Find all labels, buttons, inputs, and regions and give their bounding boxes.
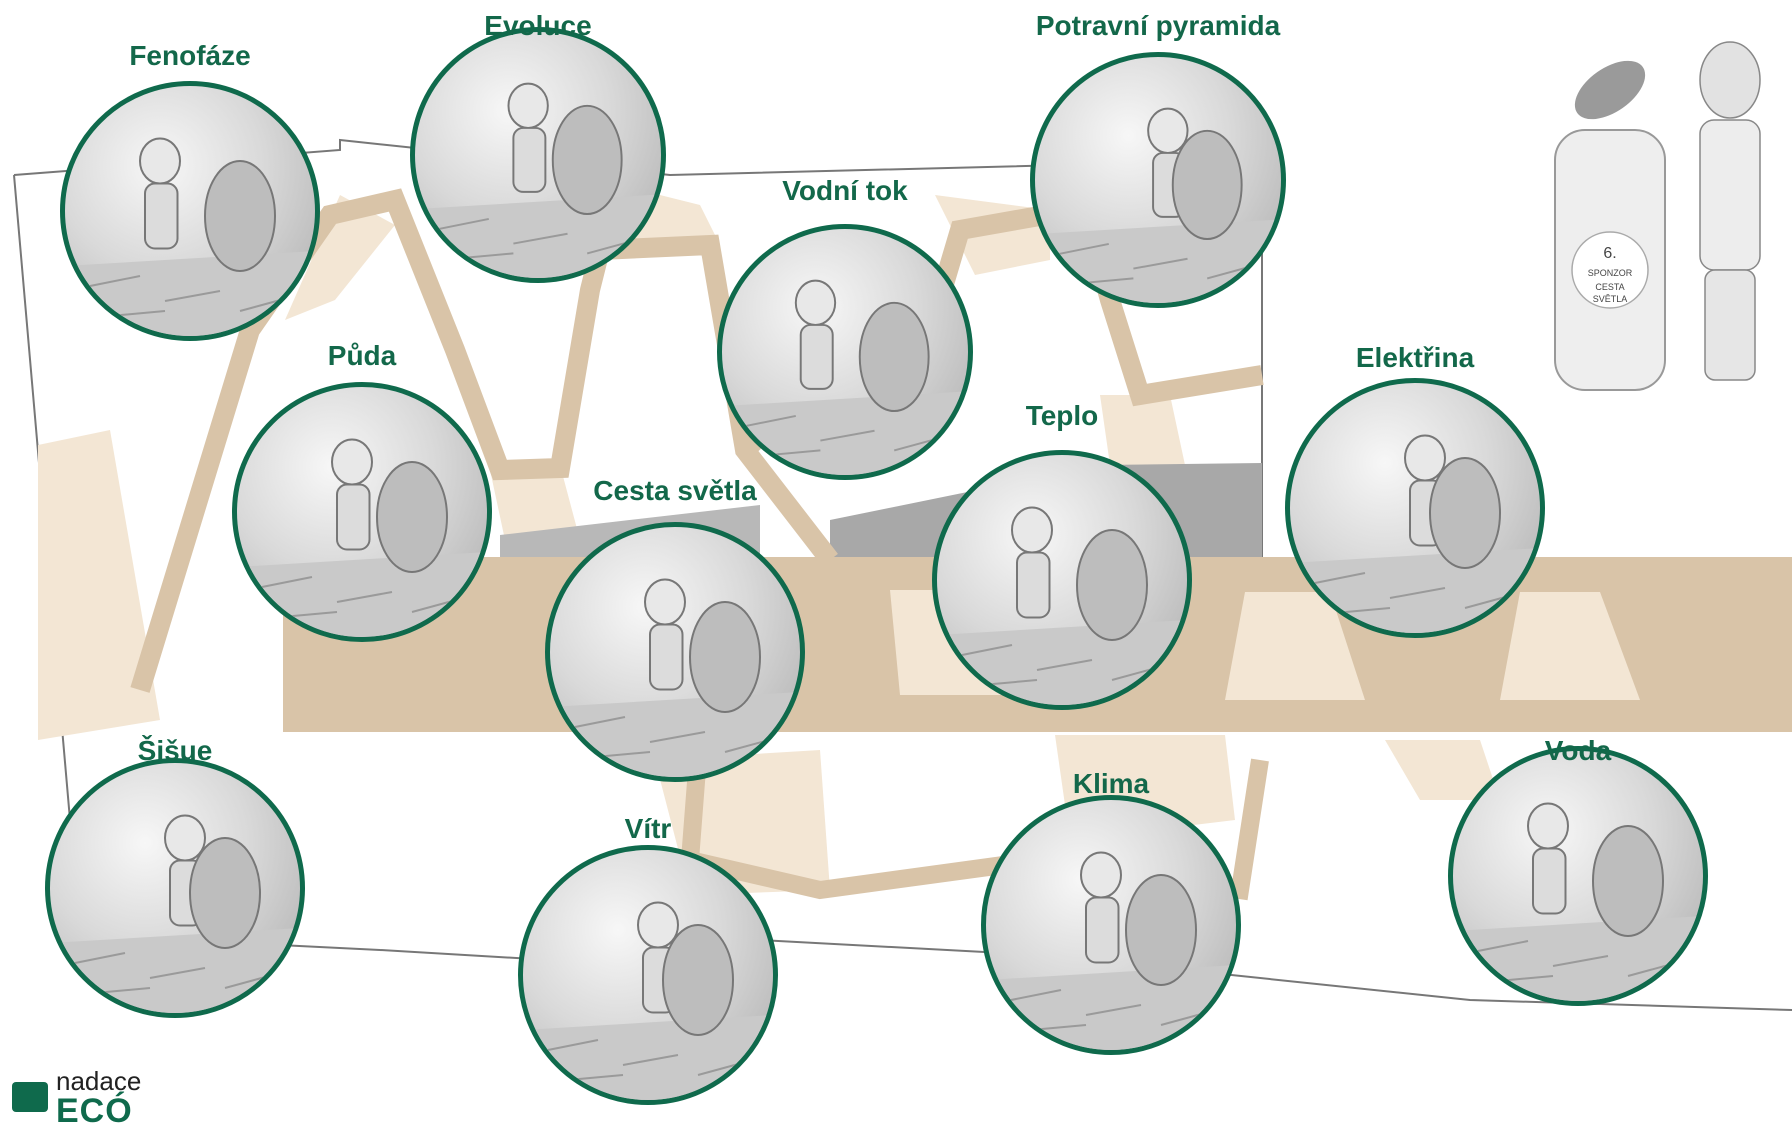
station-illustration-vitr[interactable] [518, 845, 778, 1105]
station-label-potravni: Potravní pyramida [1035, 10, 1281, 41]
boundary-line [759, 939, 1792, 1011]
station-label-vodni: Vodní tok [782, 175, 908, 206]
sketch-icon [1035, 107, 1281, 303]
station-label-fenofaze: Fenofáze [129, 40, 251, 71]
station-illustration-puda[interactable] [232, 382, 492, 642]
station-label-teplo: Teplo [1025, 400, 1099, 431]
station-illustration-fenofaze[interactable] [60, 81, 320, 341]
path-corridor [680, 729, 1269, 901]
figure-head [1699, 41, 1761, 119]
logo-top-text: nadace [56, 1066, 142, 1096]
sponsor-illustration: 6. SPONZOR CESTA SVĚTLA [1535, 40, 1790, 415]
sketch-icon [722, 279, 968, 475]
sketch-icon [1453, 802, 1703, 1001]
station-illustration-potravni[interactable] [1030, 52, 1286, 308]
station-label-elektrina: Elektřina [1355, 342, 1475, 373]
station-illustration-klima[interactable] [981, 795, 1241, 1055]
jar-line-2: CESTA [1595, 282, 1624, 292]
jar-label [1571, 231, 1649, 309]
jar-line-3: SVĚTLA [1593, 294, 1628, 304]
station-illustration-cesta[interactable] [545, 522, 805, 782]
sketch-icon [50, 814, 300, 1013]
path-wedge [38, 430, 160, 740]
jar-line-1: SPONZOR [1588, 268, 1633, 278]
sketch-icon [986, 851, 1236, 1050]
corridor-cutout [1500, 592, 1640, 700]
station-label-cesta: Cesta světla [593, 475, 757, 506]
figure-body [1699, 119, 1761, 271]
sketch-icon [415, 82, 661, 278]
station-label-vitr: Vítr [624, 813, 672, 844]
station-label-puda: Půda [327, 340, 397, 371]
logo-mark-icon [12, 1082, 48, 1112]
corridor-cutout [1225, 592, 1365, 700]
station-label-evoluce: Evoluce [484, 10, 592, 41]
sketch-icon [550, 578, 800, 777]
logo-word-text: ECÓ [56, 1092, 133, 1130]
path-wedge [1100, 395, 1185, 465]
jar-number: 6. [1603, 245, 1616, 262]
path-wedge [1385, 740, 1500, 800]
path-wedge [490, 465, 580, 540]
station-illustration-evoluce[interactable] [410, 27, 666, 283]
sketch-icon [237, 438, 487, 637]
figure-legs [1704, 269, 1756, 381]
foundation-logo: nadace ECÓ [12, 1060, 252, 1130]
station-illustration-teplo[interactable] [932, 450, 1192, 710]
station-label-voda: Voda [1544, 735, 1612, 766]
station-illustration-elektrina[interactable] [1285, 378, 1545, 638]
jar-lid [1574, 60, 1646, 120]
station-illustration-voda[interactable] [1448, 746, 1708, 1006]
sketch-icon [523, 901, 773, 1100]
station-label-klima: Klima [1072, 768, 1150, 799]
sketch-icon [937, 506, 1187, 705]
station-illustration-vodni[interactable] [717, 224, 973, 480]
sketch-icon [1290, 434, 1540, 633]
path-wedge [285, 195, 395, 320]
station-illustration-sisue[interactable] [45, 758, 305, 1018]
station-label-sisue: Šišue [137, 735, 213, 766]
sketch-icon [65, 137, 315, 336]
